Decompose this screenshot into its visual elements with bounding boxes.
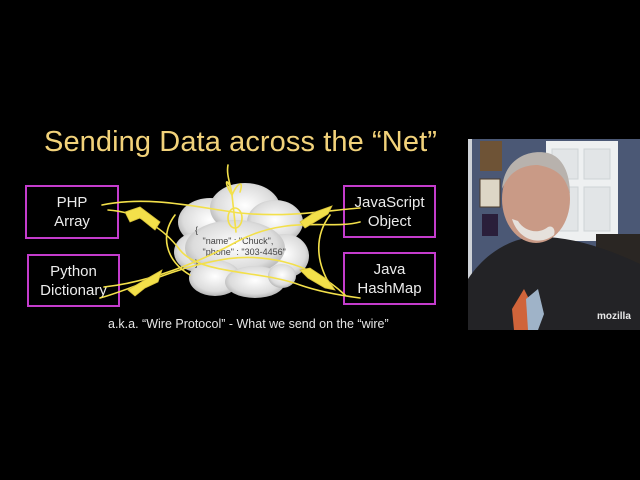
box-label-line: HashMap [357,279,422,297]
box-label-line: Python [50,262,97,280]
java-hashmap-box: Java HashMap [343,252,436,305]
python-dictionary-box: Python Dictionary [27,254,120,307]
box-label-line: JavaScript [354,193,425,211]
javascript-object-box: JavaScript Object [343,185,436,238]
presenter-webcam-video: mozilla [468,139,640,330]
box-label-line: Array [54,213,90,230]
php-array-box: PHP Array [25,185,119,239]
presenter-image [468,139,640,330]
mozilla-shirt-logo: mozilla [597,311,631,322]
box-label-line: Java [373,260,406,278]
box-label-line: Object [367,212,412,230]
box-label-line: Dictionary [40,281,107,299]
wire-protocol-caption: a.k.a. “Wire Protocol” - What we send on… [108,317,389,331]
slide-title: Sending Data across the “Net” [44,126,437,158]
cloud-json-text: { "name" : "Chuck", "phone" : "303-4456"… [195,225,286,268]
box-label-line: PHP [56,194,88,211]
